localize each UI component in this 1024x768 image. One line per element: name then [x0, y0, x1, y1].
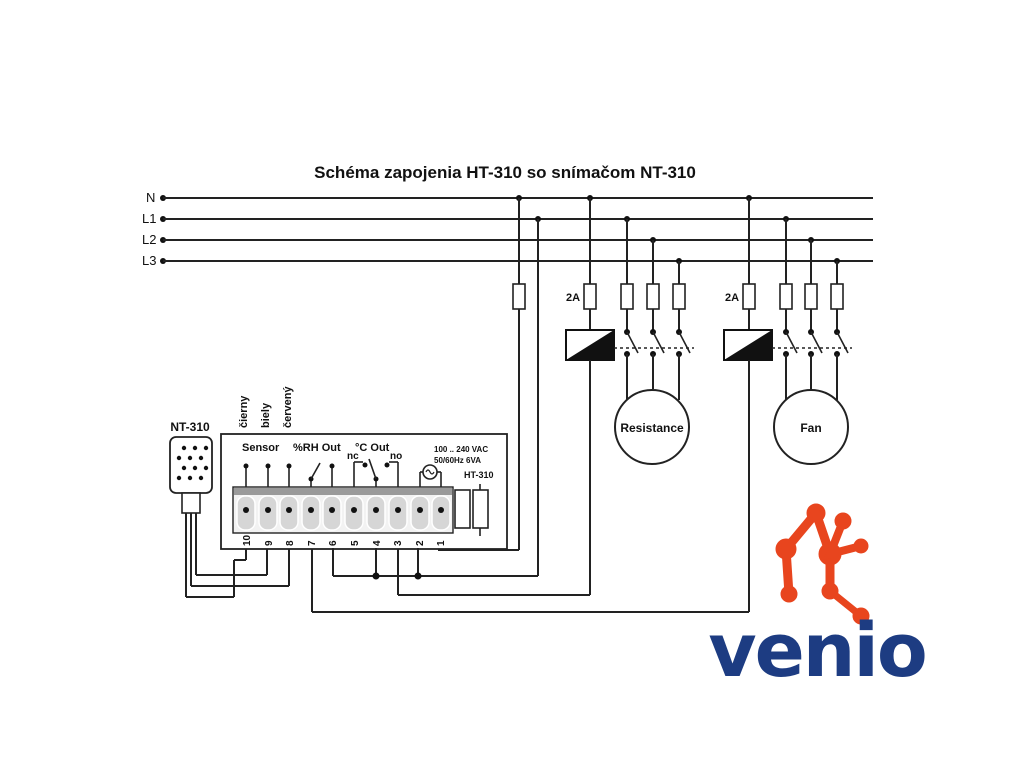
fuse-label-fan: 2A: [725, 292, 739, 304]
terminal-number: 10: [242, 534, 253, 546]
fuse-fan-l3: [830, 283, 844, 310]
nc-label: nc: [347, 451, 359, 462]
terminal-number: 2: [415, 540, 426, 546]
terminal-number: 3: [393, 540, 404, 546]
power-lines: N L1 L2 L3: [142, 190, 873, 268]
logo-text: venio: [708, 608, 925, 694]
terminal-screw-dot: [373, 507, 379, 513]
logo-molecule-icon: [775, 503, 870, 625]
terminal-number: 9: [264, 540, 275, 546]
fan-branch: 2A Fan: [311, 195, 852, 613]
fuse-fan-l1: [779, 283, 793, 310]
terminal-number: 7: [307, 540, 318, 546]
internal-contacts: [243, 458, 442, 487]
resistance-label: Resistance: [620, 421, 684, 435]
fuse-resistance-l1: [620, 283, 634, 310]
terminal-numbers: 10 9 8 7 6 5 4 3 2 1: [242, 534, 447, 546]
terminal-screw-dot: [329, 507, 335, 513]
terminal-screw-dot: [351, 507, 357, 513]
fuse-resistance-l3: [672, 283, 686, 310]
terminal-number: 8: [285, 540, 296, 546]
sensor-housing: [169, 436, 213, 494]
venio-logo: venio: [708, 503, 928, 694]
fuse-resistance-l2: [646, 283, 660, 310]
wire-label-white: biely: [260, 402, 272, 428]
terminal-screw-dot: [243, 507, 249, 513]
power-spec-line1: 100 .. 240 VAC: [434, 445, 488, 454]
fuse-label-resistance: 2A: [566, 292, 580, 304]
supply-fuse: [512, 283, 526, 310]
terminal-number: 4: [372, 540, 383, 546]
ht310-controller: Sensor %RH Out °C Out nc no 100 .. 240 V…: [220, 433, 508, 550]
terminal-screws: [236, 495, 451, 531]
terminal-bridge: [332, 548, 422, 580]
fuse-fan-l2: [804, 283, 818, 310]
controller-model: HT-310: [464, 470, 494, 480]
line-label-n: N: [146, 190, 155, 205]
no-label: no: [390, 451, 402, 462]
resistance-branch: 2A Resistance: [397, 195, 694, 596]
c-out-label: °C Out: [355, 442, 390, 454]
terminal-number: 5: [350, 540, 361, 546]
terminal-number: 6: [328, 540, 339, 546]
power-spec-line2: 50/60Hz 6VA: [434, 456, 481, 465]
terminal-screw-dot: [286, 507, 292, 513]
fan-load: [773, 389, 849, 465]
resistance-load: [614, 389, 690, 465]
coil-fuse-fan: [742, 283, 756, 310]
terminal-screw-dot: [438, 507, 444, 513]
sensor-name: NT-310: [170, 420, 210, 434]
terminal-screw-dot: [395, 507, 401, 513]
wire-label-red: červený: [282, 386, 294, 428]
sensor-section-label: Sensor: [242, 442, 280, 454]
line-label-l1: L1: [142, 211, 156, 226]
rh-out-label: %RH Out: [293, 442, 341, 454]
nt310-sensor: NT-310: [169, 420, 290, 598]
line-label-l3: L3: [142, 253, 156, 268]
coil-fuse-resistance: [583, 283, 597, 310]
terminal-number: 1: [436, 540, 447, 546]
wire-label-black: čierny: [238, 395, 250, 428]
fan-label: Fan: [800, 421, 821, 435]
line-label-l2: L2: [142, 232, 156, 247]
terminal-screw-dot: [265, 507, 271, 513]
terminal-screw-dot: [417, 507, 423, 513]
diagram-title: Schéma zapojenia HT-310 so snímačom NT-3…: [314, 163, 696, 182]
terminal-screw-dot: [308, 507, 314, 513]
controller-supply-wiring: [418, 195, 541, 577]
